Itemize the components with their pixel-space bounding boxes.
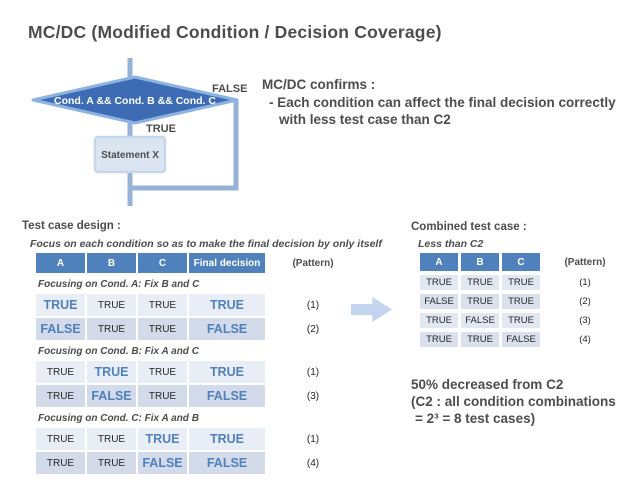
cell-c: TRUE <box>138 385 187 407</box>
cell-pattern: (3) <box>306 390 320 402</box>
cell-b: TRUE <box>87 428 136 450</box>
statement-label: Statement X <box>101 150 159 161</box>
flowchart-diagram: Cond. A && Cond. B && Cond. C FALSE TRUE… <box>31 58 247 206</box>
cell-a: TRUE <box>420 313 458 328</box>
cell-final: TRUE <box>189 428 265 450</box>
group-label-cond-c: Focusing on Cond. C: Fix A and B <box>38 413 199 424</box>
cell-pattern: (1) <box>579 277 591 288</box>
cell-b: TRUE <box>87 294 136 316</box>
table-row: TRUE TRUE TRUE (1) <box>420 275 615 290</box>
header-pattern: (Pattern) <box>564 256 606 268</box>
cell-a: TRUE <box>36 385 85 407</box>
confirms-line2: with less test case than C2 <box>279 112 451 127</box>
cell-pattern: (2) <box>579 296 591 307</box>
right-section-title: Combined test case : <box>411 221 527 233</box>
header-a: A <box>420 253 458 271</box>
mcdc-confirms-block: MC/DC confirms : - Each condition can af… <box>262 76 616 129</box>
group-label-cond-b: Focusing on Cond. B: Fix A and C <box>38 346 199 357</box>
cell-b: FALSE <box>461 313 499 328</box>
cell-b: TRUE <box>461 275 499 290</box>
cell-b: FALSE <box>87 385 136 407</box>
page-title: MC/DC (Modified Condition / Decision Cov… <box>28 22 442 42</box>
header-pattern: (Pattern) <box>292 257 334 269</box>
cell-a: TRUE <box>420 275 458 290</box>
cell-a: FALSE <box>420 294 458 309</box>
cell-c: TRUE <box>502 313 540 328</box>
cell-b: TRUE <box>87 452 136 474</box>
right-section-subtitle: Less than C2 <box>418 238 484 250</box>
cell-pattern: (2) <box>306 323 320 335</box>
statement-box <box>93 135 167 174</box>
cell-a: TRUE <box>36 428 85 450</box>
table-row: TRUE FALSE TRUE FALSE (3) <box>36 385 343 407</box>
cell-pattern: (4) <box>306 457 320 469</box>
c2-comparison-note: 50% decreased from C2 (C2 : all conditio… <box>411 376 616 427</box>
cell-c: TRUE <box>138 428 187 450</box>
decision-diamond <box>31 75 239 125</box>
cell-final: TRUE <box>189 294 265 316</box>
header-b: B <box>461 253 499 271</box>
cell-c: TRUE <box>502 294 540 309</box>
true-branch-label: TRUE <box>146 123 176 135</box>
cell-a: TRUE <box>36 361 85 383</box>
header-c: C <box>138 253 187 273</box>
table-header-row: A B C (Pattern) <box>420 253 615 271</box>
table-row: TRUE TRUE TRUE TRUE (1) <box>36 294 343 316</box>
header-b: B <box>87 253 136 273</box>
cell-b: TRUE <box>87 318 136 340</box>
cell-c: TRUE <box>502 275 540 290</box>
cell-a: TRUE <box>36 452 85 474</box>
cell-b: TRUE <box>87 361 136 383</box>
cell-final: FALSE <box>189 385 265 407</box>
cell-c: FALSE <box>138 452 187 474</box>
cell-pattern: (1) <box>306 433 320 445</box>
confirms-line1: - Each condition can affect the final de… <box>269 94 616 110</box>
false-branch-label: FALSE <box>212 83 247 95</box>
confirms-heading: MC/DC confirms : <box>262 77 376 92</box>
cell-a: FALSE <box>36 318 85 340</box>
table-row: TRUE TRUE FALSE FALSE (4) <box>36 452 343 474</box>
decision-label: Cond. A && Cond. B && Cond. C <box>54 95 216 107</box>
note-line2: (C2 : all condition combinations <box>411 394 616 409</box>
table-row: TRUE TRUE FALSE (4) <box>420 332 615 347</box>
cell-pattern: (1) <box>306 299 320 311</box>
right-arrow-icon <box>351 297 392 322</box>
header-a: A <box>36 253 85 273</box>
cell-final: FALSE <box>189 318 265 340</box>
left-section-subtitle: Focus on each condition so as to make th… <box>30 238 382 250</box>
cell-b: TRUE <box>461 294 499 309</box>
table-header-row: A B C Final decision (Pattern) <box>36 253 343 273</box>
combined-test-case-table: A B C (Pattern) TRUE TRUE TRUE (1) FALSE… <box>420 253 615 351</box>
cell-pattern: (1) <box>306 366 320 378</box>
cell-c: TRUE <box>138 318 187 340</box>
cell-final: FALSE <box>189 452 265 474</box>
test-case-design-table: A B C Final decision (Pattern) Focusing … <box>36 253 343 476</box>
cell-a: TRUE <box>420 332 458 347</box>
cell-a: TRUE <box>36 294 85 316</box>
cell-pattern: (4) <box>579 334 591 345</box>
left-section-title: Test case design : <box>22 220 121 232</box>
cell-b: TRUE <box>461 332 499 347</box>
header-c: C <box>502 253 540 271</box>
table-row: TRUE TRUE TRUE TRUE (1) <box>36 428 343 450</box>
cell-pattern: (3) <box>579 315 591 326</box>
table-row: FALSE TRUE TRUE FALSE (2) <box>36 318 343 340</box>
cell-final: TRUE <box>189 361 265 383</box>
flow-false-branch-line <box>130 100 239 191</box>
cell-c: FALSE <box>502 332 540 347</box>
note-line3: = 2³ = 8 test cases) <box>415 411 536 426</box>
group-label-cond-a: Focusing on Cond. A: Fix B and C <box>38 279 200 290</box>
table-row: TRUE FALSE TRUE (3) <box>420 313 615 328</box>
cell-c: TRUE <box>138 294 187 316</box>
table-row: FALSE TRUE TRUE (2) <box>420 294 615 309</box>
header-final-decision: Final decision <box>189 253 265 273</box>
note-line1: 50% decreased from C2 <box>411 377 564 392</box>
table-row: TRUE TRUE TRUE TRUE (1) <box>36 361 343 383</box>
cell-c: TRUE <box>138 361 187 383</box>
